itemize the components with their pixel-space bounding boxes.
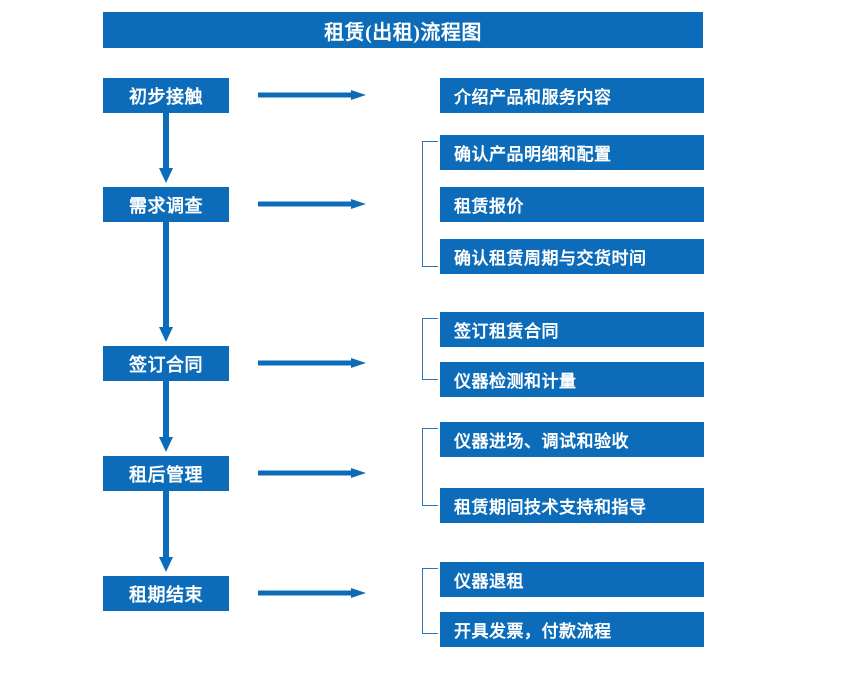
detail-box-4-1[interactable]: 仪器进场、调试和验收 [440, 422, 704, 457]
stage-box-1[interactable]: 初步接触 [103, 78, 229, 113]
down-arrow-icon-4 [159, 491, 173, 572]
detail-box-3-1[interactable]: 签订租赁合同 [440, 312, 704, 347]
bracket-icon-group-2 [422, 141, 438, 267]
right-arrow-icon-3 [258, 358, 366, 368]
right-arrow-icon-4 [258, 468, 366, 478]
detail-box-2-3[interactable]: 确认租赁周期与交货时间 [440, 239, 704, 274]
stage-box-3[interactable]: 签订合同 [103, 346, 229, 381]
detail-box-5-1[interactable]: 仪器退租 [440, 562, 704, 597]
detail-box-2-2[interactable]: 租赁报价 [440, 187, 704, 222]
stage-box-4[interactable]: 租后管理 [103, 456, 229, 491]
right-arrow-icon-5 [258, 588, 366, 598]
stage-box-2[interactable]: 需求调查 [103, 187, 229, 222]
stage-box-5[interactable]: 租期结束 [103, 576, 229, 611]
right-arrow-icon-2 [258, 199, 366, 209]
down-arrow-icon-3 [159, 381, 173, 452]
bracket-icon-group-3 [422, 318, 438, 380]
diagram-title: 租赁(出租)流程图 [103, 12, 703, 48]
bracket-icon-group-4 [422, 428, 438, 506]
detail-box-3-2[interactable]: 仪器检测和计量 [440, 362, 704, 397]
down-arrow-icon-1 [159, 113, 173, 183]
detail-box-2-1[interactable]: 确认产品明细和配置 [440, 135, 704, 170]
detail-box-1-1[interactable]: 介绍产品和服务内容 [440, 78, 704, 113]
right-arrow-icon-1 [258, 90, 366, 100]
detail-box-5-2[interactable]: 开具发票，付款流程 [440, 612, 704, 647]
down-arrow-icon-2 [159, 222, 173, 342]
bracket-icon-group-5 [422, 568, 438, 634]
detail-box-4-2[interactable]: 租赁期间技术支持和指导 [440, 488, 704, 523]
